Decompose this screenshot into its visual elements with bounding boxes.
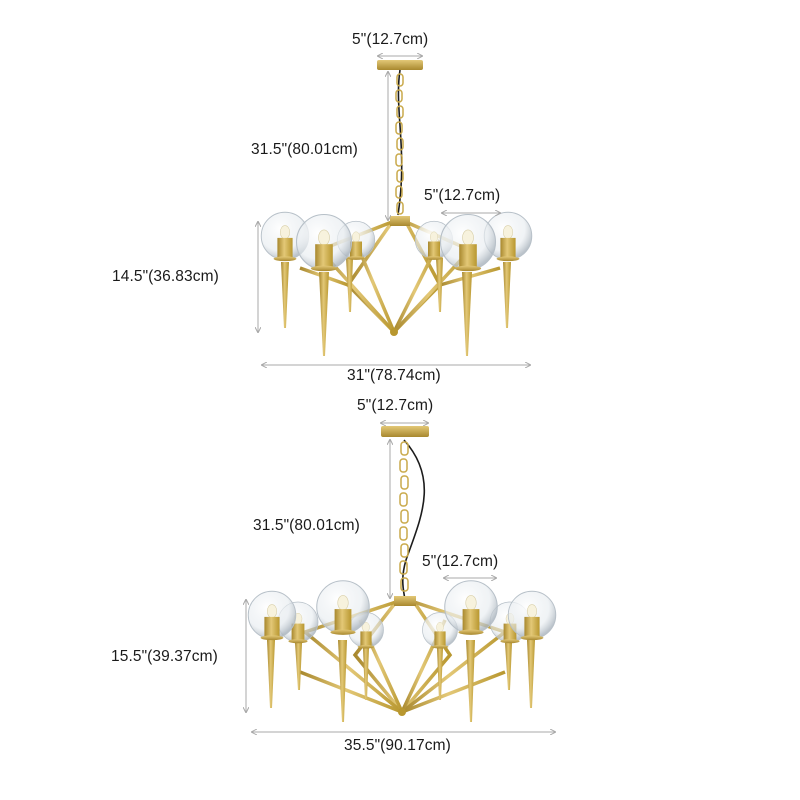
dimension-lines-top xyxy=(258,56,530,365)
chain-top xyxy=(395,69,404,216)
canopy-width-label: 5"(12.7cm) xyxy=(357,397,434,414)
chandelier-bottom xyxy=(247,426,557,722)
fixture-height-label: 15.5"(39.37cm) xyxy=(111,648,218,665)
shade-diameter-label: 5"(12.7cm) xyxy=(424,187,501,204)
canopy-width-label: 5"(12.7cm) xyxy=(352,31,429,48)
canopy-bottom xyxy=(381,426,429,437)
hanging-length-label: 31.5"(80.01cm) xyxy=(253,517,360,534)
fixture-width-label: 31"(78.74cm) xyxy=(347,367,441,384)
hanging-length-label: 31.5"(80.01cm) xyxy=(251,141,358,158)
dimension-lines-bottom xyxy=(246,423,555,732)
lamp-spikes-top xyxy=(281,258,511,356)
canopy-top xyxy=(377,60,423,70)
shade-diameter-label: 5"(12.7cm) xyxy=(422,553,499,570)
chandelier-top xyxy=(260,60,533,356)
fixture-width-label: 35.5"(90.17cm) xyxy=(344,737,451,754)
chain-bottom xyxy=(399,439,426,601)
fixture-height-label: 14.5"(36.83cm) xyxy=(112,268,219,285)
lamp-spikes-bottom xyxy=(267,640,535,722)
